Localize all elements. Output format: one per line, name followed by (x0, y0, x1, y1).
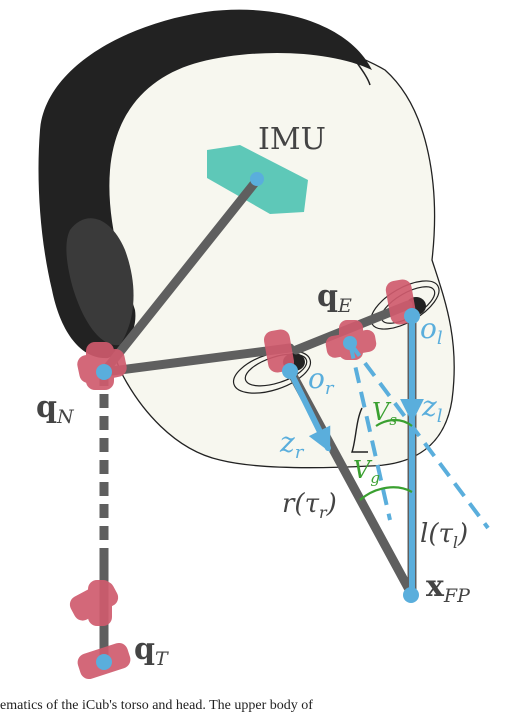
or-label: or (308, 362, 335, 399)
r-tau-label: r(τr) (282, 489, 337, 522)
imu-label: IMU (258, 122, 326, 157)
vs-label: Vs (372, 398, 397, 429)
vg-label: Vg (353, 456, 380, 487)
head-face (93, 40, 455, 469)
angle-arcs (359, 418, 413, 501)
qe-point (343, 336, 357, 350)
xfp-label: xFP (426, 569, 471, 607)
ol-label: ol (420, 312, 443, 349)
zl-label: zl (421, 390, 443, 427)
nose-outline (351, 407, 368, 453)
frame-axes (287, 313, 424, 598)
head-hair-shade (66, 218, 134, 346)
figure-caption: ematics of the iCub's torso and head. Th… (0, 698, 313, 713)
or-point (282, 363, 298, 379)
qt-label: qT (134, 632, 169, 670)
qt-point (96, 654, 112, 670)
points (96, 172, 420, 670)
xfp-point (403, 587, 419, 603)
qn-point (96, 364, 112, 380)
hair-edge-curve (354, 59, 371, 86)
ol-point (404, 308, 420, 324)
imu-origin-point (250, 172, 264, 186)
l-tau-label: l(τl) (420, 519, 468, 552)
gaze-dashed-lines (348, 341, 490, 530)
qn-label: qN (36, 390, 75, 428)
zr-label: zr (279, 426, 305, 463)
qe-label: qE (317, 279, 352, 317)
